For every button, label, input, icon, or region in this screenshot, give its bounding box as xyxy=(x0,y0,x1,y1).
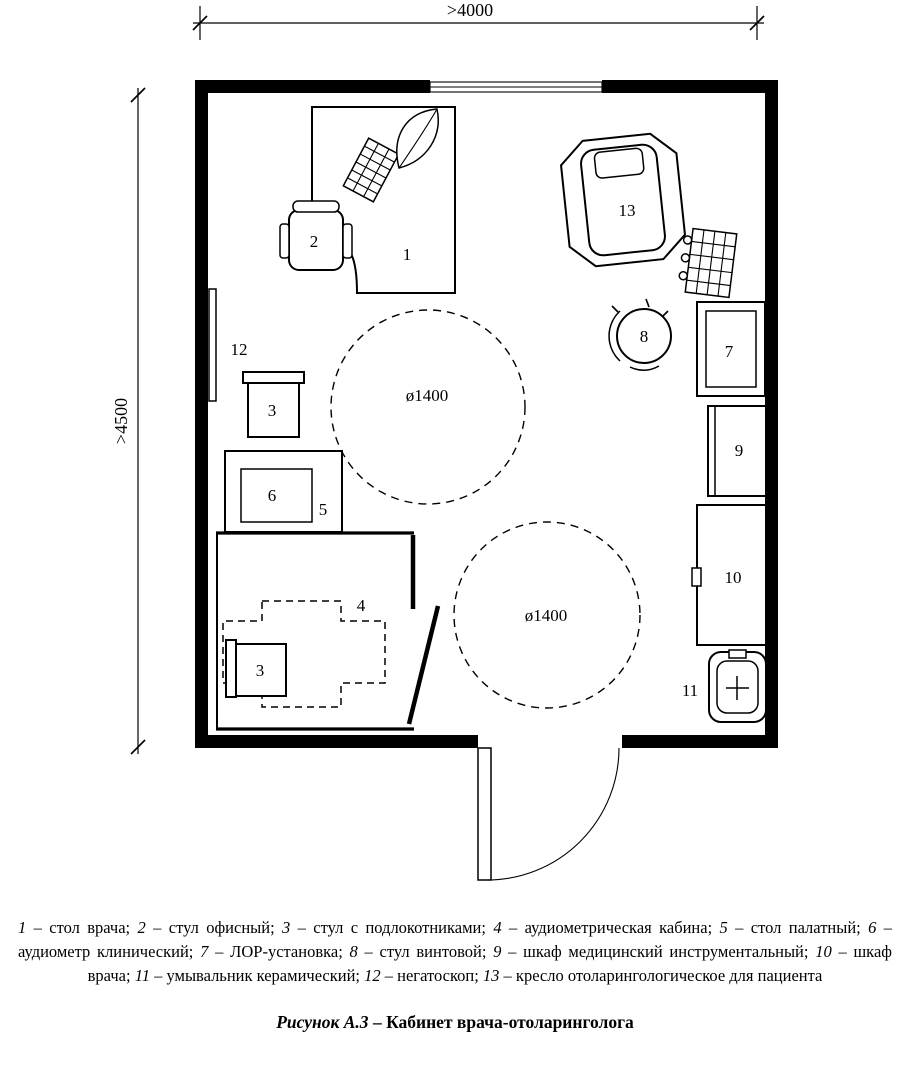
legend-item-number: 5 xyxy=(719,918,728,937)
legend-item-number: 7 xyxy=(200,941,209,961)
legend-item: 9 – шкаф медицинский инструментальный; xyxy=(493,942,815,961)
booth-door-leaf xyxy=(406,605,441,725)
legend-item: 5 – стол палатный; xyxy=(720,918,869,937)
dimension-left: >4500 xyxy=(111,87,146,755)
legend-item-text: – шкаф медицинский инструментальный; xyxy=(501,941,816,961)
legend-item-number: 11 xyxy=(134,965,150,985)
swivel-stool: 8 xyxy=(608,298,672,371)
label-armchair-2: 3 xyxy=(256,661,265,680)
label-instrument-cabinet: 9 xyxy=(735,441,744,460)
legend-item: 1 – стол врача; xyxy=(18,918,138,937)
legend-item-number: 3 xyxy=(282,918,291,937)
negatoscope: 12 xyxy=(208,288,248,402)
door-leaf xyxy=(477,747,492,881)
label-negatoscope: 12 xyxy=(231,340,248,359)
legend-item: 12 – негатоскоп; xyxy=(364,966,483,985)
legend-item-number: 10 xyxy=(815,941,832,961)
legend-item-number: 13 xyxy=(482,965,500,985)
keyboard-icon xyxy=(342,137,400,203)
legend-item-text: – ЛОР-установка; xyxy=(208,941,350,961)
page: >4000 >4500 ø1400 xyxy=(0,0,910,1033)
label-doctor-cabinet: 10 xyxy=(725,568,742,587)
label-swivel-stool: 8 xyxy=(640,327,649,346)
legend-item-number: 6 xyxy=(868,918,877,937)
instrument-cabinet: 9 xyxy=(707,405,767,497)
booth-equipment-outline xyxy=(222,600,386,708)
turning-circle-1: ø1400 xyxy=(330,309,526,505)
door xyxy=(477,734,622,881)
figure-caption: Рисунок А.3 – Кабинет врача-отоларинголо… xyxy=(0,1012,910,1033)
legend-item: 3 – стул с подлокотниками; xyxy=(282,918,493,937)
legend-item-text: – стул винтовой; xyxy=(357,941,494,961)
legend-item: 7 – ЛОР-установка; xyxy=(200,942,349,961)
desk-lamp-icon xyxy=(396,108,439,169)
label-washbasin: 11 xyxy=(682,681,698,700)
armchair-1: 3 xyxy=(242,371,305,438)
ent-instrument-tray xyxy=(678,227,738,299)
turning-circle-2: ø1400 xyxy=(453,521,641,709)
label-desk: 1 xyxy=(403,245,412,264)
office-chair: 2 xyxy=(279,200,353,271)
legend-item-number: 9 xyxy=(493,941,502,961)
legend-item-text: – аудиометр клинический; xyxy=(18,918,892,961)
label-ent-unit: 7 xyxy=(725,342,734,361)
patient-chair: 13 xyxy=(559,132,687,268)
label-office-chair: 2 xyxy=(310,232,319,251)
legend-item: 6 – аудиометр клинический; xyxy=(18,918,892,961)
legend-item: 10 – шкаф врача; xyxy=(88,942,892,985)
legend-item-number: 1 xyxy=(18,918,27,937)
washbasin: 11 xyxy=(682,649,767,723)
label-patient-chair: 13 xyxy=(619,201,636,220)
floor-plan: >4000 >4500 ø1400 xyxy=(111,0,778,881)
legend-item-number: 12 xyxy=(364,965,381,985)
legend-item-text: – стол палатный; xyxy=(727,918,869,937)
legend-item: 4 – аудиометрическая кабина; xyxy=(493,918,719,937)
audiometric-booth: 4 xyxy=(216,531,441,731)
doctor-cabinet: 10 xyxy=(691,504,767,646)
figure-title: – Кабинет врача-отоларинголога xyxy=(368,1011,634,1032)
window xyxy=(429,79,603,95)
audiometer: 6 xyxy=(240,468,313,523)
armchair-2: 3 xyxy=(225,639,287,698)
figure-number: Рисунок А.3 xyxy=(276,1011,369,1032)
dimension-top: >4000 xyxy=(192,0,765,40)
legend-item: 8 – стул винтовой; xyxy=(350,942,494,961)
legend-item-text: – негатоскоп; xyxy=(380,965,483,985)
legend-item-number: 8 xyxy=(349,941,358,961)
turning-circle-1-label: ø1400 xyxy=(406,386,449,405)
door-swing-arc xyxy=(486,747,620,881)
legend-item-text: – кресло отоларингологическое для пациен… xyxy=(499,965,823,985)
legend-item-text: – шкаф врача; xyxy=(87,941,892,985)
legend-item-text: – стул с подлокотниками; xyxy=(290,918,494,937)
legend-item-text: – стул офисный; xyxy=(145,918,283,937)
dimension-top-label: >4000 xyxy=(447,0,493,20)
label-booth: 4 xyxy=(357,596,366,615)
ent-unit: 7 xyxy=(678,227,766,397)
legend-item-number: 2 xyxy=(137,918,146,937)
legend-item: 11 – умывальник керамический; xyxy=(135,966,364,985)
legend-item-text: – аудиометрическая кабина; xyxy=(501,918,720,937)
legend-item: 13 – кресло отоларингологическое для пац… xyxy=(483,966,822,985)
legend-item-text: – умывальник керамический; xyxy=(149,965,365,985)
dimension-left-label: >4500 xyxy=(111,398,131,444)
legend-item-text: – стол врача; xyxy=(26,918,138,937)
turning-circle-2-label: ø1400 xyxy=(525,606,568,625)
legend: 1 – стол врача; 2 – стул офисный; 3 – ст… xyxy=(18,916,892,988)
legend-item-number: 4 xyxy=(493,918,502,937)
label-ward-table: 5 xyxy=(319,500,328,519)
label-armchair-1: 3 xyxy=(268,401,277,420)
legend-item: 2 – стул офисный; xyxy=(138,918,283,937)
label-audiometer: 6 xyxy=(268,486,277,505)
